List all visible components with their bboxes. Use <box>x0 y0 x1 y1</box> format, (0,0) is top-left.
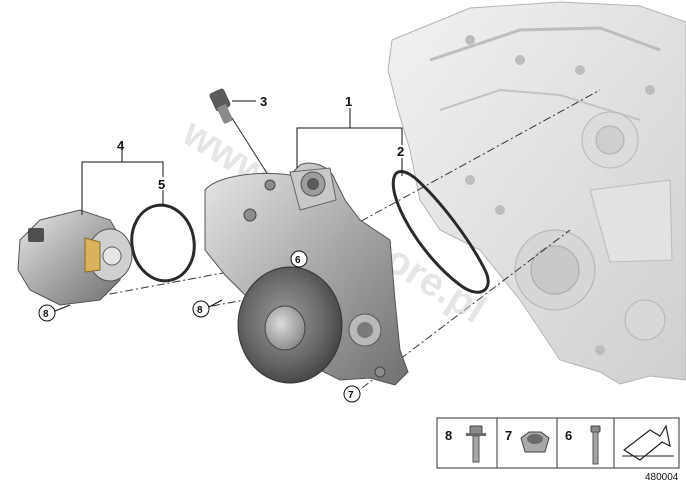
ref-circle-7: 7 <box>343 385 361 403</box>
engine-block <box>387 1 686 385</box>
callout-leaders <box>81 100 403 215</box>
legend-label-6: 6 <box>565 428 572 443</box>
stud-bolt-icon <box>590 425 601 465</box>
water-pump-assembly <box>204 162 409 386</box>
arrow-icon <box>622 424 674 461</box>
callout-part-4: 4 <box>117 138 125 153</box>
callout-part-3: 3 <box>260 94 267 109</box>
thermostat-housing <box>17 209 133 306</box>
nut-icon <box>520 431 550 453</box>
temperature-sensor <box>209 88 271 179</box>
svg-text:8: 8 <box>197 305 203 316</box>
svg-text:7: 7 <box>348 390 354 401</box>
callout-part-1: 1 <box>345 94 352 109</box>
diagram-id: 480004 <box>645 472 679 483</box>
ref-circle-6: 6 <box>290 250 308 268</box>
ref-circle-8-left: 8 <box>38 304 56 322</box>
svg-text:6: 6 <box>295 255 301 266</box>
callout-part-5: 5 <box>158 177 165 192</box>
callout-part-2: 2 <box>397 144 404 159</box>
legend-label-8: 8 <box>445 428 452 443</box>
ref-circle-8-right: 8 <box>192 300 210 318</box>
svg-text:8: 8 <box>43 309 49 320</box>
legend-label-7: 7 <box>505 428 512 443</box>
pump-seal-ring <box>391 170 490 294</box>
thermostat-seal-ring <box>130 203 196 283</box>
fastener-legend: 8 7 6 <box>436 417 680 469</box>
bolt-icon <box>466 425 486 463</box>
